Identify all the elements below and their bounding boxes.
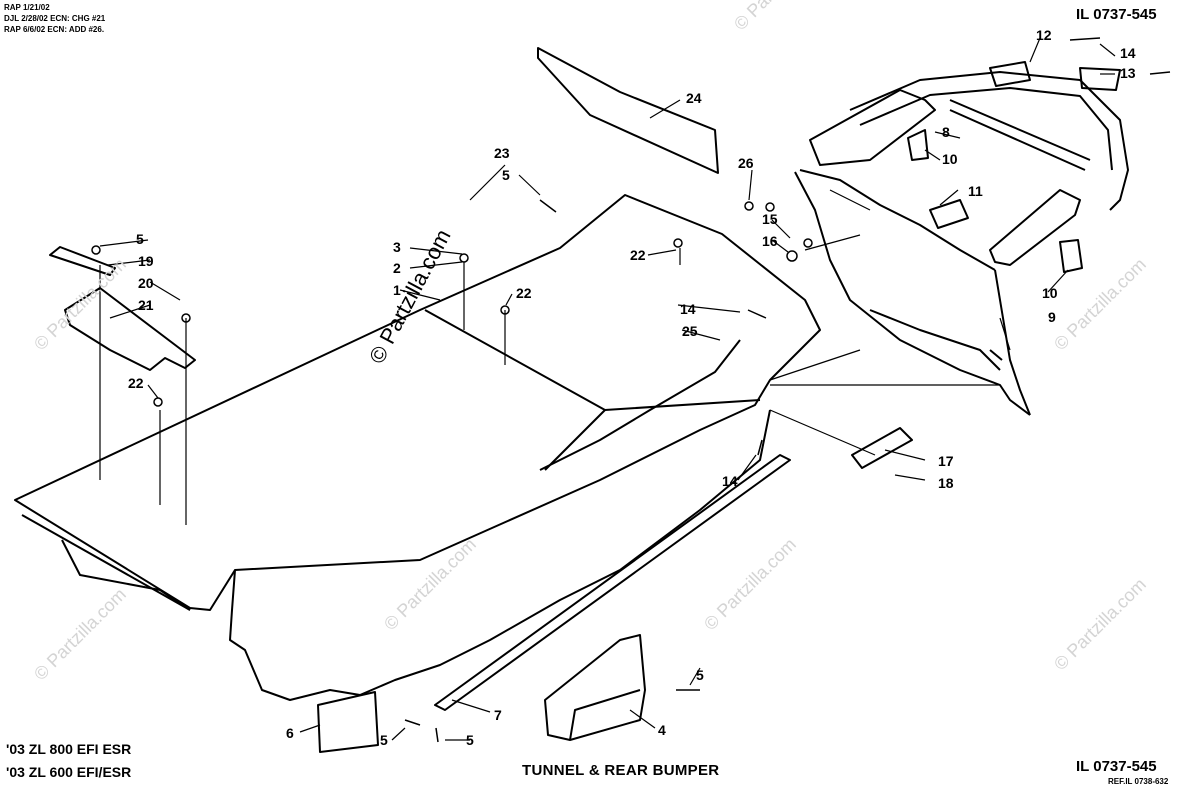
callout-5-b: 5 <box>502 167 510 183</box>
model-line-1: '03 ZL 800 EFI ESR <box>6 741 132 757</box>
diagram-title: TUNNEL & REAR BUMPER <box>522 762 720 779</box>
decal-13 <box>1079 67 1121 91</box>
nut-11 <box>929 199 969 229</box>
il-number-bottom: IL 0737-545 <box>1076 758 1157 775</box>
callout-25: 25 <box>682 323 698 339</box>
bracket-10-lower <box>1059 239 1083 273</box>
callout-5-d: 5 <box>380 732 388 748</box>
callout-5-c: 5 <box>696 667 704 683</box>
header-note-3: RAP 6/6/02 ECN: ADD #26. <box>4 25 105 34</box>
callout-19: 19 <box>138 253 154 269</box>
callout-15: 15 <box>762 211 778 227</box>
callout-11: 11 <box>968 183 983 199</box>
decal-12 <box>989 61 1031 87</box>
bracket-10-upper <box>907 129 929 161</box>
callout-7: 7 <box>494 707 502 723</box>
callout-20: 20 <box>138 275 154 291</box>
callout-18: 18 <box>938 475 954 491</box>
callout-16: 16 <box>762 233 778 249</box>
callout-22-b: 22 <box>516 285 532 301</box>
callout-labels: 1 2 3 4 5 5 5 5 5 6 7 8 9 10 10 11 12 13… <box>128 27 1136 748</box>
plate-6 <box>317 691 379 753</box>
reflector-17 <box>851 427 913 469</box>
il-number-top: IL 0737-545 <box>1076 6 1157 23</box>
callout-5-a: 5 <box>136 231 144 247</box>
callout-12: 12 <box>1036 27 1052 43</box>
header-note-1: RAP 1/21/02 <box>4 3 50 12</box>
callout-9: 9 <box>1048 309 1056 325</box>
snow-flap-24 <box>537 47 719 174</box>
rail-7 <box>434 454 791 711</box>
model-line-2: '03 ZL 600 EFI/ESR <box>6 764 132 780</box>
callout-14-c: 14 <box>722 473 738 489</box>
callout-4: 4 <box>658 722 666 738</box>
ref-number: REF.IL 0738-632 <box>1108 777 1169 786</box>
callout-3: 3 <box>393 239 401 255</box>
rear-bumper-part <box>794 71 1129 416</box>
header-note-2: DJL 2/28/02 ECN: CHG #21 <box>4 14 106 23</box>
callout-14-a: 14 <box>1120 45 1136 61</box>
callout-1: 1 <box>393 282 401 298</box>
callout-21: 21 <box>138 297 154 313</box>
bumper-side-plates <box>809 89 1091 266</box>
tunnel-part <box>14 194 821 701</box>
callout-24: 24 <box>686 90 702 106</box>
bracket-4 <box>544 634 646 741</box>
callout-14-b: 14 <box>680 301 696 317</box>
callout-17: 17 <box>938 453 954 469</box>
callout-6: 6 <box>286 725 294 741</box>
plate-21 <box>64 287 196 371</box>
callout-5-e: 5 <box>466 732 474 748</box>
callout-8: 8 <box>942 124 950 140</box>
callout-22-c: 22 <box>630 247 646 263</box>
callout-10-b: 10 <box>1042 285 1058 301</box>
callout-22-a: 22 <box>128 375 144 391</box>
callout-2: 2 <box>393 260 401 276</box>
callout-26: 26 <box>738 155 754 171</box>
callout-23: 23 <box>494 145 510 161</box>
leader-lines <box>99 37 1116 741</box>
strap-19 <box>49 246 116 276</box>
callout-13: 13 <box>1120 65 1136 81</box>
fasteners <box>91 37 1171 743</box>
callout-10-a: 10 <box>942 151 958 167</box>
